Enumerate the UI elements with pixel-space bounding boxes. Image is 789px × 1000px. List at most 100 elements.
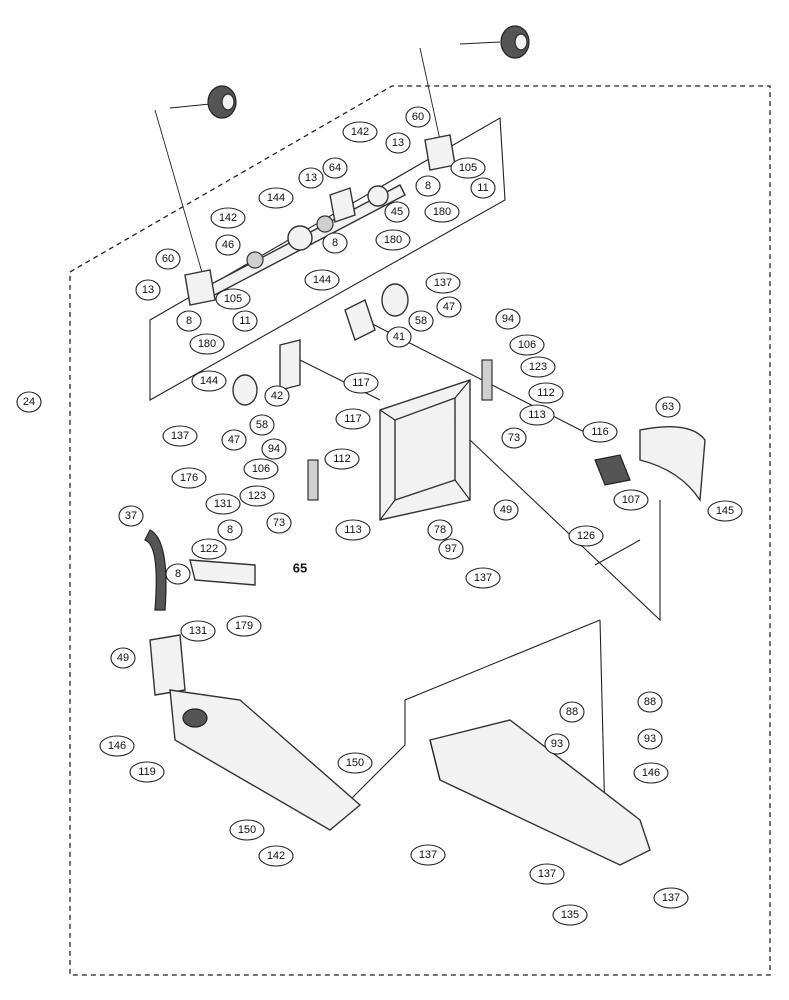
callout-oval xyxy=(189,333,225,355)
callout-number: 150 xyxy=(238,824,256,836)
callout-123: 123 xyxy=(520,356,556,378)
beater-left xyxy=(154,85,237,301)
callout-oval xyxy=(129,761,165,783)
callout-number: 137 xyxy=(434,277,452,289)
callout-number: 117 xyxy=(352,377,370,389)
callout-180: 180 xyxy=(375,229,411,251)
sprocket-58-upper xyxy=(381,283,409,317)
callout-oval xyxy=(613,489,649,511)
callout-94: 94 xyxy=(261,438,287,460)
callout-13: 13 xyxy=(135,279,161,301)
callout-88: 88 xyxy=(559,701,585,723)
callout-oval xyxy=(559,701,585,723)
callout-oval xyxy=(239,485,275,507)
callout-180: 180 xyxy=(424,201,460,223)
callout-number: 113 xyxy=(528,409,546,421)
callout-oval xyxy=(304,269,340,291)
callout-42: 42 xyxy=(264,385,290,407)
heel-block-116 xyxy=(594,454,631,486)
callout-oval xyxy=(637,728,663,750)
callout-number: 8 xyxy=(227,524,233,536)
callout-number: 8 xyxy=(175,568,181,580)
callout-11: 11 xyxy=(232,310,258,332)
callout-122: 122 xyxy=(191,538,227,560)
callout-78: 78 xyxy=(427,519,453,541)
callout-number: 135 xyxy=(561,909,579,921)
callout-number: 41 xyxy=(393,331,405,343)
callout-137: 137 xyxy=(410,844,446,866)
footboard-right xyxy=(429,719,651,866)
callout-63: 63 xyxy=(655,396,681,418)
callout-oval xyxy=(493,499,519,521)
callout-number: 137 xyxy=(419,849,437,861)
callout-73: 73 xyxy=(266,512,292,534)
callout-11: 11 xyxy=(470,177,496,199)
callout-137: 137 xyxy=(162,425,198,447)
callout-oval xyxy=(298,167,324,189)
callout-number: 145 xyxy=(716,505,734,517)
callout-number: 176 xyxy=(180,472,198,484)
callout-number: 60 xyxy=(162,253,174,265)
callout-number: 73 xyxy=(273,517,285,529)
callout-126: 126 xyxy=(568,525,604,547)
callout-oval xyxy=(335,519,371,541)
callout-112: 112 xyxy=(528,382,564,404)
callout-number: 107 xyxy=(622,494,640,506)
callout-137: 137 xyxy=(425,272,461,294)
callout-oval xyxy=(375,229,411,251)
callout-142: 142 xyxy=(258,845,294,867)
callout-oval xyxy=(552,904,588,926)
callout-oval xyxy=(633,762,669,784)
callout-oval xyxy=(165,563,191,585)
callout-oval xyxy=(118,505,144,527)
callout-oval xyxy=(470,177,496,199)
callout-number: 146 xyxy=(642,767,660,779)
callout-47: 47 xyxy=(436,296,462,318)
callout-146: 146 xyxy=(633,762,669,784)
callout-oval xyxy=(324,448,360,470)
callout-number: 37 xyxy=(125,510,137,522)
callout-number: 131 xyxy=(189,625,207,637)
callout-106: 106 xyxy=(243,458,279,480)
callout-64: 64 xyxy=(322,157,348,179)
callout-oval xyxy=(335,408,371,430)
guide-line-right xyxy=(469,439,661,622)
callout-8: 8 xyxy=(176,310,202,332)
callout-oval xyxy=(258,845,294,867)
callout-number: 142 xyxy=(267,850,285,862)
callout-176: 176 xyxy=(171,467,207,489)
callout-117: 117 xyxy=(343,372,379,394)
callout-oval xyxy=(385,132,411,154)
callout-number: 93 xyxy=(551,738,563,750)
callout-131: 131 xyxy=(180,620,216,642)
pedal-frame xyxy=(379,379,471,521)
callout-oval xyxy=(264,385,290,407)
hinge-49-left xyxy=(149,634,186,696)
callout-oval xyxy=(427,519,453,541)
callout-number: 144 xyxy=(267,192,285,204)
callout-number: 144 xyxy=(313,274,331,286)
callout-number: 45 xyxy=(391,206,403,218)
callout-116: 116 xyxy=(582,421,618,443)
callout-number: 150 xyxy=(346,757,364,769)
callout-oval xyxy=(191,538,227,560)
callout-oval xyxy=(232,310,258,332)
cam-64 xyxy=(329,187,356,223)
callout-number: 73 xyxy=(508,432,520,444)
callout-137: 137 xyxy=(529,863,565,885)
callout-number: 137 xyxy=(662,892,680,904)
callout-number: 126 xyxy=(577,530,595,542)
callout-oval xyxy=(450,157,486,179)
callout-number: 8 xyxy=(425,180,431,192)
callout-number: 49 xyxy=(117,652,129,664)
callout-oval xyxy=(509,334,545,356)
callout-number: 179 xyxy=(235,620,253,632)
callout-137: 137 xyxy=(653,887,689,909)
callout-number: 146 xyxy=(108,740,126,752)
callout-number: 142 xyxy=(219,212,237,224)
callout-number: 13 xyxy=(305,172,317,184)
callout-oval xyxy=(205,493,241,515)
callout-number: 137 xyxy=(171,430,189,442)
callout-146: 146 xyxy=(99,735,135,757)
